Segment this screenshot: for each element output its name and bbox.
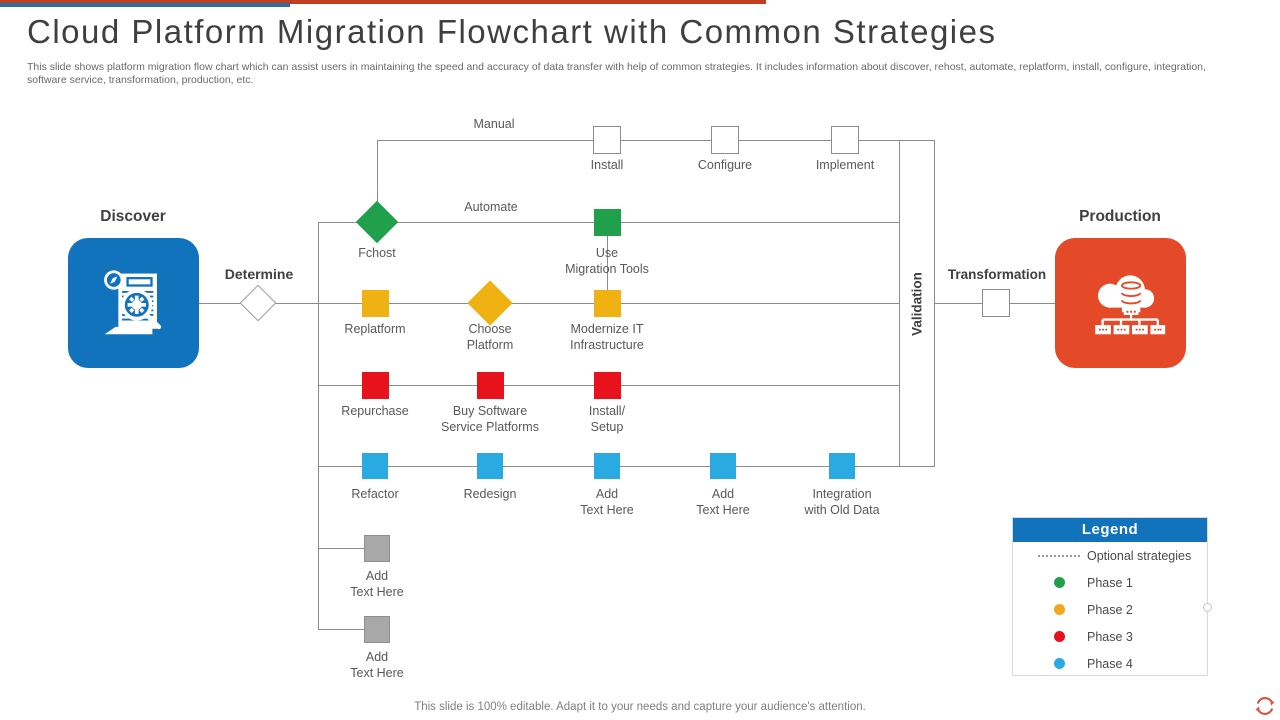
- node-label: Modernize IT Infrastructure: [570, 322, 644, 352]
- determine-diamond[interactable]: [239, 284, 277, 322]
- node-label: Integration with Old Data: [804, 487, 880, 517]
- legend-row-phase2: Phase 2: [1013, 596, 1207, 623]
- node-configure[interactable]: [711, 126, 739, 154]
- legend-label: Phase 3: [1087, 629, 1133, 644]
- node-redesign[interactable]: [477, 453, 503, 479]
- legend-label: Phase 2: [1087, 602, 1133, 617]
- node-fchost[interactable]: [355, 200, 399, 244]
- node-install-setup[interactable]: [594, 372, 621, 399]
- top-accent-red-bar: [0, 0, 766, 4]
- validation-label: Validation: [909, 271, 925, 336]
- phase4-dot-swatch: [1031, 658, 1087, 669]
- node-label: Refactor: [351, 487, 399, 501]
- node-add-text-2[interactable]: [710, 453, 736, 479]
- stage-label-transformation: Transformation: [947, 267, 1047, 282]
- footer-note: This slide is 100% editable. Adapt it to…: [414, 701, 866, 713]
- node-add-text-1[interactable]: [594, 453, 620, 479]
- legend-row-phase1: Phase 1: [1013, 569, 1207, 596]
- page-title: Cloud Platform Migration Flowchart with …: [27, 13, 997, 50]
- connector-line-optional2: [318, 629, 377, 630]
- sync-icon: [1255, 697, 1275, 715]
- node-use-migration-tools[interactable]: [594, 209, 621, 236]
- node-choose-platform[interactable]: [467, 280, 513, 326]
- top-accent-blue-bar: [0, 3, 290, 7]
- cloud-server-icon: [1094, 275, 1165, 335]
- stage-label-determine: Determine: [224, 266, 294, 282]
- connector-line-manual-drop: [377, 140, 378, 209]
- stage-label-production: Production: [1079, 208, 1161, 225]
- flow-label-automate: Automate: [464, 200, 518, 214]
- node-buy-software[interactable]: [477, 372, 504, 399]
- connector-line-optional1: [318, 548, 377, 549]
- node-replatform[interactable]: [362, 290, 389, 317]
- node-label: Add Text Here: [580, 487, 634, 517]
- document-search-icon: [103, 270, 161, 335]
- connector-line-phase2: [198, 303, 899, 304]
- connector-green-yellow: [607, 236, 608, 290]
- phase3-dot-swatch: [1031, 631, 1087, 642]
- node-label: Replatform: [344, 322, 406, 336]
- node-transformation-connector[interactable]: [982, 289, 1010, 317]
- legend-row-optional: Optional strategies: [1013, 542, 1207, 569]
- discover-icon-box[interactable]: [68, 238, 199, 368]
- node-label: Use Migration Tools: [565, 246, 649, 276]
- node-refactor[interactable]: [362, 453, 388, 479]
- legend-label: Phase 4: [1087, 656, 1133, 671]
- node-label: Configure: [697, 158, 753, 172]
- legend-panel[interactable]: Legend Optional strategies Phase 1 Phase…: [1012, 517, 1208, 676]
- node-label: Add Text Here: [350, 569, 404, 599]
- node-install[interactable]: [593, 126, 621, 154]
- node-label: Redesign: [463, 487, 517, 501]
- selection-handle[interactable]: [1203, 603, 1212, 612]
- node-label: Repurchase: [341, 404, 409, 418]
- node-optional-2[interactable]: [364, 616, 390, 643]
- node-label: Add Text Here: [696, 487, 750, 517]
- node-implement[interactable]: [831, 126, 859, 154]
- connector-line-manual: [377, 140, 899, 141]
- production-icon-box[interactable]: [1055, 238, 1186, 368]
- connector-rail: [318, 222, 319, 630]
- validation-box[interactable]: Validation: [899, 140, 935, 467]
- node-repurchase[interactable]: [362, 372, 389, 399]
- legend-row-phase4: Phase 4: [1013, 650, 1207, 677]
- phase1-dot-swatch: [1031, 577, 1087, 588]
- node-label: Install/ Setup: [588, 404, 626, 434]
- node-label: Install: [590, 158, 624, 172]
- node-label: Choose Platform: [466, 322, 514, 352]
- dotted-line-swatch: [1031, 554, 1087, 557]
- node-label: Buy Software Service Platforms: [441, 404, 539, 434]
- node-optional-1[interactable]: [364, 535, 390, 562]
- node-label: Add Text Here: [350, 650, 404, 680]
- stage-label-discover: Discover: [100, 208, 166, 225]
- legend-title: Legend: [1013, 518, 1207, 542]
- legend-label: Optional strategies: [1087, 548, 1192, 563]
- node-label: Fchost: [358, 246, 396, 260]
- node-modernize-it[interactable]: [594, 290, 621, 317]
- node-integration-old-data[interactable]: [829, 453, 855, 479]
- legend-label: Phase 1: [1087, 575, 1133, 590]
- node-label: Implement: [815, 158, 875, 172]
- slide-subtitle: This slide shows platform migration flow…: [27, 61, 1206, 86]
- legend-row-phase3: Phase 3: [1013, 623, 1207, 650]
- flow-label-manual: Manual: [473, 117, 515, 131]
- phase2-dot-swatch: [1031, 604, 1087, 615]
